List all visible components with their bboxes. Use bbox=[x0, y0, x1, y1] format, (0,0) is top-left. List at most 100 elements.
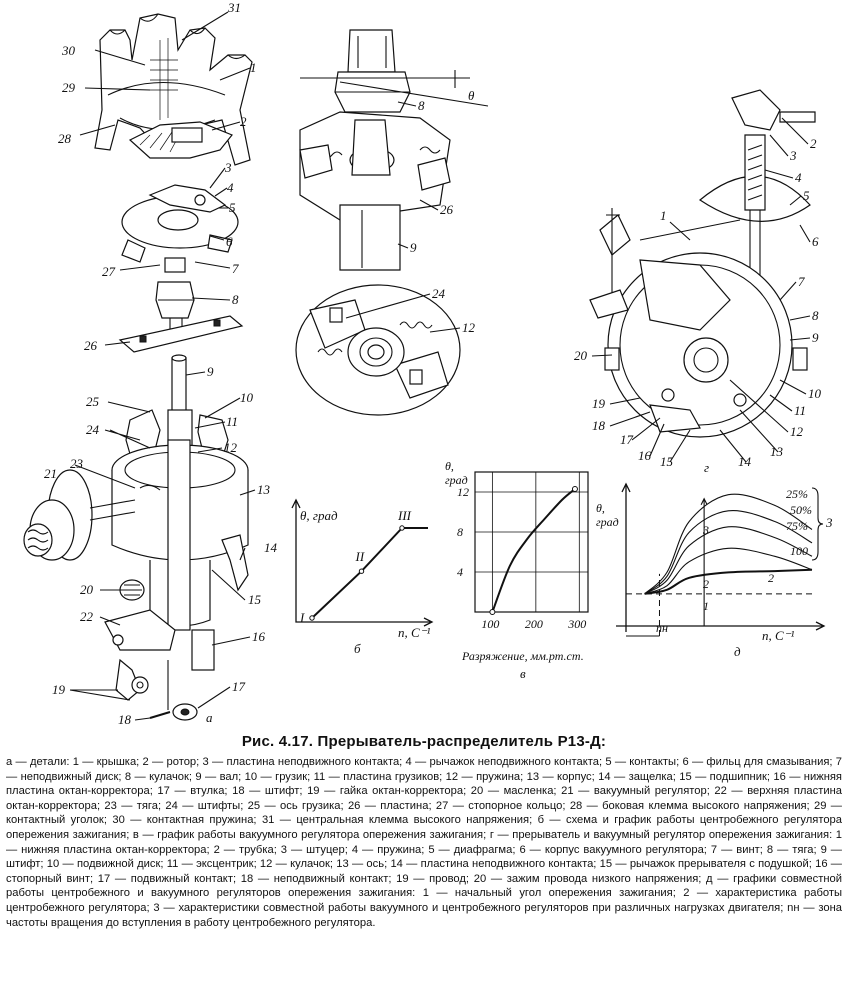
vacuum-regulator-drawing bbox=[23, 469, 161, 561]
chart-d-axes bbox=[616, 484, 824, 632]
panel-a-callouts: 31 30 29 1 28 2 3 4 5 6 27 7 8 26 9 25 1… bbox=[44, 0, 278, 727]
angle-theta-label: θ bbox=[468, 88, 475, 103]
panel-cam-assembly: θ 8 26 9 24 12 bbox=[295, 29, 489, 416]
callout-a-2: 2 bbox=[240, 114, 247, 129]
callout-a-31: 31 bbox=[227, 0, 241, 15]
chart-v-line bbox=[491, 488, 576, 613]
callout-g-6: 6 bbox=[812, 234, 819, 249]
callout-g-20: 20 bbox=[574, 348, 588, 363]
chart-d-group-brace bbox=[811, 487, 824, 561]
distributor-cap-drawing bbox=[94, 13, 253, 166]
chart-d-letter: д bbox=[734, 644, 741, 659]
breaker-plate-drawing bbox=[121, 184, 239, 263]
callout-g-15: 15 bbox=[660, 454, 674, 469]
callout-a-14: 14 bbox=[264, 540, 278, 555]
callout-a-25: 25 bbox=[86, 394, 100, 409]
callout-a-22: 22 bbox=[80, 609, 94, 624]
callout-a-20: 20 bbox=[80, 582, 94, 597]
chart-d-ylabel-symbol: θ, bbox=[596, 501, 605, 515]
chart-d-line-4 bbox=[644, 547, 813, 595]
callout-a-21: 21 bbox=[44, 466, 57, 481]
callout-g-1: 1 bbox=[660, 208, 667, 223]
callout-center-24: 24 bbox=[432, 286, 446, 301]
chart-d-ylabel-unit: град bbox=[596, 515, 619, 529]
callout-a-30: 30 bbox=[61, 43, 76, 58]
callout-g-11: 11 bbox=[794, 403, 806, 418]
chart-d-group-label: 3 bbox=[825, 515, 833, 530]
chart-b-point-2 bbox=[358, 568, 365, 574]
callout-a-29: 29 bbox=[62, 80, 76, 95]
figure-illustration: 31 30 29 1 28 2 3 4 5 6 27 7 8 26 9 25 1… bbox=[23, 0, 833, 727]
chart-v-xtick-0: 100 bbox=[481, 617, 499, 631]
chart-d-zone-label: nн bbox=[656, 621, 668, 635]
callout-g-18: 18 bbox=[592, 418, 606, 433]
callout-g-16: 16 bbox=[638, 448, 652, 463]
callout-center-9: 9 bbox=[410, 240, 417, 255]
chart-v-ylabel-unit: град bbox=[445, 473, 468, 487]
chart-v-letter: в bbox=[520, 666, 526, 681]
callout-g-7: 7 bbox=[798, 274, 805, 289]
callout-a-23: 23 bbox=[70, 456, 84, 471]
chart-d-line-2 bbox=[644, 509, 813, 595]
callout-a-7: 7 bbox=[232, 261, 239, 276]
lower-plates-drawing bbox=[104, 579, 215, 701]
callout-g-3: 3 bbox=[789, 148, 797, 163]
chart-d-xlabel: n, С⁻¹ bbox=[762, 628, 795, 643]
plate-26-drawing bbox=[118, 315, 244, 353]
callout-g-12: 12 bbox=[790, 424, 804, 439]
bushing-and-pin-drawing bbox=[149, 660, 198, 721]
housing-drawing bbox=[111, 439, 249, 631]
chart-d-segment-3: 3 bbox=[702, 523, 709, 537]
chart-d-line-5 bbox=[644, 568, 813, 595]
chart-d-series-label-5: 2 bbox=[768, 571, 774, 585]
callout-g-9: 9 bbox=[812, 330, 819, 345]
callout-a-4: 4 bbox=[227, 180, 234, 195]
panel-g-letter: г bbox=[704, 460, 709, 475]
panel-a-letter: а bbox=[206, 710, 213, 725]
chart-d-segment-1: 1 bbox=[703, 599, 709, 613]
chart-b-point-3 bbox=[399, 525, 405, 531]
figure-title: Рис. 4.17. Прерыватель-распределитель Р1… bbox=[241, 733, 607, 750]
chart-d-segment-2: 2 bbox=[703, 577, 709, 591]
panel-g-callouts: 2 3 4 1 5 6 7 8 9 20 10 19 11 18 12 17 1… bbox=[574, 136, 822, 475]
chart-b-ylabel: θ, град bbox=[300, 508, 338, 523]
chart-v-xtick-1: 200 bbox=[525, 617, 543, 631]
callout-a-15: 15 bbox=[248, 592, 262, 607]
callout-g-4: 4 bbox=[795, 170, 802, 185]
callout-a-6: 6 bbox=[226, 234, 233, 249]
chart-d-series-label-4: 100 bbox=[790, 544, 808, 558]
callout-a-8: 8 bbox=[232, 292, 239, 307]
callout-a-3: 3 bbox=[224, 160, 232, 175]
figure-legend: а — детали: 1 — крышка; 2 — ротор; 3 — п… bbox=[6, 756, 842, 929]
callout-g-10: 10 bbox=[808, 386, 822, 401]
callout-g-5: 5 bbox=[803, 188, 810, 203]
cam-and-ring-drawing bbox=[155, 257, 195, 332]
callout-a-12: 12 bbox=[224, 440, 238, 455]
chart-d-series-label-2: 50% bbox=[790, 503, 812, 517]
chart-v-ytick-1: 8 bbox=[457, 525, 463, 539]
chart-b-line bbox=[311, 527, 403, 619]
callout-a-5: 5 bbox=[229, 200, 236, 215]
panel-a-exploded-view: 31 30 29 1 28 2 3 4 5 6 27 7 8 26 9 25 1… bbox=[23, 0, 278, 727]
callout-center-12: 12 bbox=[462, 320, 476, 335]
chart-d-series-label-3: 75% bbox=[786, 519, 808, 533]
callout-a-18: 18 bbox=[118, 712, 132, 727]
chart-v-point-start bbox=[489, 609, 496, 615]
callout-g-13: 13 bbox=[770, 444, 784, 459]
callout-a-10: 10 bbox=[240, 390, 254, 405]
chart-d-dimension-arrows bbox=[700, 497, 708, 626]
callout-a-1: 1 bbox=[250, 60, 257, 75]
chart-b-xlabel: n, С⁻¹ bbox=[398, 625, 431, 640]
chart-v-point-end bbox=[571, 486, 578, 492]
chart-v-ylabel-symbol: θ, bbox=[445, 459, 454, 473]
chart-b-letter: б bbox=[354, 641, 361, 656]
callout-g-2: 2 bbox=[810, 136, 817, 151]
callout-center-26: 26 bbox=[440, 202, 454, 217]
panel-g-breaker-view: 2 3 4 1 5 6 7 8 9 20 10 19 11 18 12 17 1… bbox=[574, 89, 822, 475]
figure-caption: Рис. 4.17. Прерыватель-распределитель Р1… bbox=[6, 733, 842, 930]
chart-b-point-label-3: III bbox=[397, 508, 412, 523]
chart-d-arrows bbox=[621, 482, 826, 631]
